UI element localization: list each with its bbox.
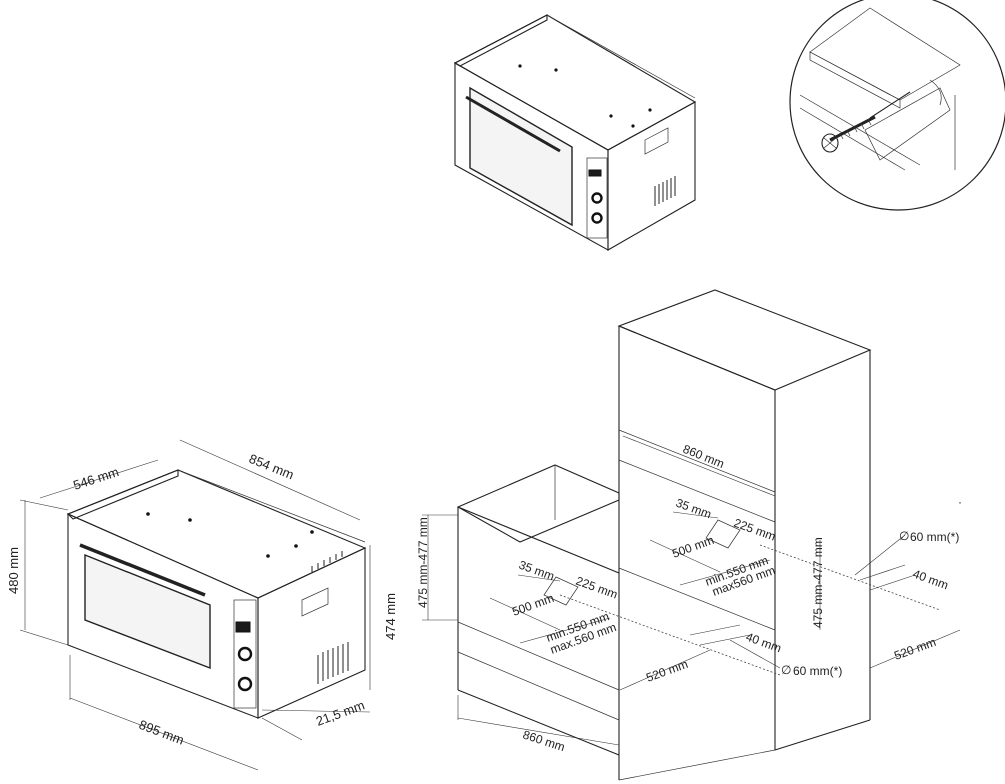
dim-oven-front-width: 895 mm	[137, 717, 186, 748]
dim-base-hole: 60 mm(*)	[793, 664, 842, 678]
dim-col-40: 40 mm	[911, 567, 950, 593]
dim-base-500: 500 mm	[510, 591, 556, 619]
dim-col-width: 860 mm	[681, 442, 726, 471]
tall-cabinet	[617, 289, 872, 781]
dim-base-height: 475 mm-477 mm	[416, 517, 430, 608]
dim-col-hole: 60 mm(*)	[910, 530, 959, 544]
column-dimensions: 860 mm 35 mm 225 mm 500 mm min.550 mm ma…	[622, 435, 962, 669]
base-cabinet	[456, 464, 620, 756]
diameter-symbol-icon-2: ∅	[781, 663, 791, 677]
dim-col-35: 35 mm	[674, 496, 713, 522]
dim-col-500: 500 mm	[670, 533, 716, 561]
oven-large	[66, 469, 367, 719]
dim-oven-depth: 546 mm	[71, 464, 120, 493]
dim-oven-frame-depth: 21,5 mm	[314, 697, 367, 728]
dim-oven-body-height: 474 mm	[383, 593, 398, 640]
base-dimensions: 475 mm-477 mm 35 mm 225 mm 500 mm min.55…	[416, 514, 842, 754]
screw-detail	[789, 0, 1005, 211]
dim-col-520: 520 mm	[892, 635, 938, 663]
dim-oven-height: 480 mm	[6, 547, 21, 594]
diameter-symbol-icon: ∅	[899, 529, 909, 543]
oven-icon	[453, 14, 697, 251]
dim-base-35: 35 mm	[517, 558, 556, 584]
screw-icon	[821, 115, 876, 153]
stray-mark: ·	[958, 495, 962, 509]
dim-col-height: 475 mm-477 mm	[811, 537, 825, 628]
dim-base-520: 520 mm	[644, 657, 690, 685]
dim-oven-width-top: 854 mm	[247, 451, 296, 483]
dim-base-225: 225 mm	[574, 574, 620, 602]
dim-base-40: 40 mm	[744, 630, 783, 656]
